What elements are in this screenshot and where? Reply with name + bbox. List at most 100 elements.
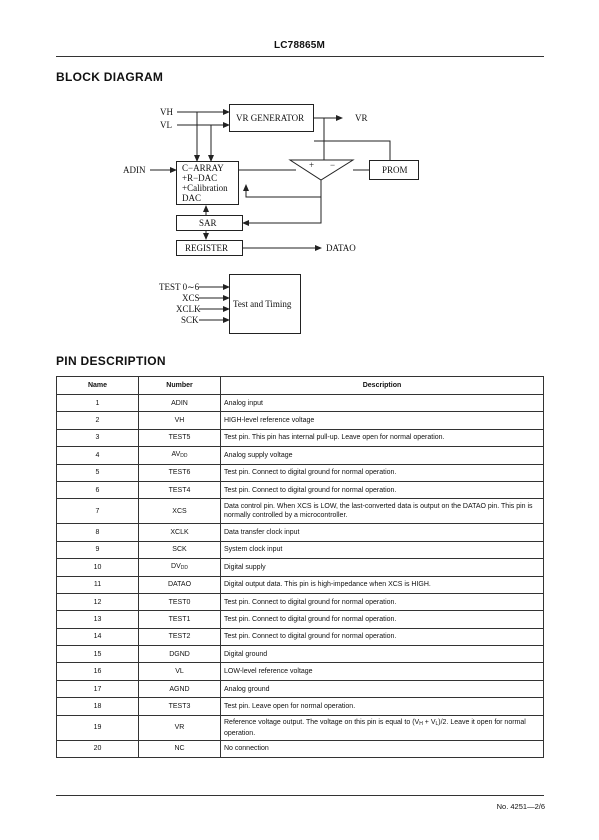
pin-name-cell: TEST3 <box>138 697 221 716</box>
pin-name-cell: SCK <box>138 540 221 560</box>
part-number: LC78865M <box>273 40 326 51</box>
pin-name-cell: DGND <box>138 645 221 664</box>
label-xclk: XCLK <box>176 304 201 314</box>
pin-name-cell: NC <box>138 739 221 759</box>
pin-description-cell: LOW-level reference voltage <box>220 662 544 681</box>
pin-name-cell: VL <box>138 662 221 681</box>
pin-number-cell: 4 <box>56 446 139 465</box>
register-block: REGISTER <box>176 240 243 256</box>
pin-name-cell: TEST0 <box>138 592 221 612</box>
pin-description-cell: Analog supply voltage <box>220 446 544 465</box>
sar-block: SAR <box>176 215 243 231</box>
pin-description-part: Reference voltage output. The voltage on… <box>224 718 420 726</box>
label-datao: DATAO <box>326 243 356 253</box>
pin-name-cell: DVDD <box>138 558 221 577</box>
pin-number-cell: 11 <box>56 575 139 594</box>
pin-description-cell: Data transfer clock input <box>220 523 544 542</box>
pin-description-part: )/2. Leave it open for normal operation. <box>224 718 526 737</box>
c-array-line-3: +Calibration <box>182 183 228 193</box>
pin-name-cell: TEST2 <box>138 627 221 647</box>
pin-number-cell: 1 <box>56 393 139 413</box>
pin-number-cell: 14 <box>56 627 139 647</box>
pin-description-cell: Digital supply <box>220 558 544 577</box>
pin-name-text: AV <box>171 451 181 459</box>
pin-description-cell: Analog input <box>220 393 544 413</box>
pin-name-cell: AVDD <box>138 446 221 465</box>
wire-comparator-to-sar <box>242 197 322 226</box>
wire-vrgen-to-prom <box>314 140 391 160</box>
pin-name-cell: TEST6 <box>138 463 221 482</box>
prom-block: PROM <box>369 160 419 180</box>
pin-description-cell: Test pin. Connect to digital ground for … <box>220 463 544 482</box>
prom-label: PROM <box>382 165 408 175</box>
pin-description-cell: Digital ground <box>220 645 544 664</box>
pin-description-cell: Test pin. This pin has internal pull-up.… <box>220 428 544 448</box>
col-header-description: Description <box>220 376 544 395</box>
pin-name-cell: VR <box>138 714 221 741</box>
pin-name-subscript: DD <box>180 453 188 460</box>
c-array-line-1: C−ARRAY <box>182 163 224 173</box>
pin-description-cell: System clock input <box>220 540 544 560</box>
page-number: No. 4251—2/6 <box>496 802 545 811</box>
diagram-wires <box>150 109 391 323</box>
pin-description-cell: Test pin. Connect to digital ground for … <box>220 627 544 647</box>
pin-number-cell: 16 <box>56 662 139 681</box>
pin-name-cell: DATAO <box>138 575 221 594</box>
col-header-name: Name <box>56 376 139 395</box>
header-rule <box>56 56 544 57</box>
pin-name-cell: TEST4 <box>138 480 221 500</box>
vr-generator-block: VR GENERATOR <box>229 104 314 132</box>
pin-description-cell: Test pin. Connect to digital ground for … <box>220 592 544 612</box>
pin-description-cell: Reference voltage output. The voltage on… <box>220 714 544 741</box>
test-timing-block: Test and Timing <box>229 274 301 334</box>
c-array-line-4: DAC <box>182 193 202 203</box>
comparator-plus: + <box>309 160 315 170</box>
pin-name-cell: TEST5 <box>138 428 221 448</box>
pin-name-cell: XCS <box>138 498 221 525</box>
pin-description-part: + V <box>422 718 436 726</box>
c-array-block: C−ARRAY +R−DAC +Calibration DAC <box>176 161 239 205</box>
label-xcs: XCS <box>182 293 200 303</box>
pin-name-cell: XCLK <box>138 523 221 542</box>
pin-number-cell: 13 <box>56 610 139 629</box>
pin-name-text: DV <box>171 563 181 571</box>
pin-description-cell: Test pin. Leave open for normal operatio… <box>220 697 544 716</box>
pin-table-header: Name Number Description <box>56 376 544 395</box>
register-label: REGISTER <box>185 243 229 253</box>
pin-description-title: PIN DESCRIPTION <box>56 354 166 368</box>
pin-number-cell: 18 <box>56 697 139 716</box>
c-array-line-2: +R−DAC <box>182 173 218 183</box>
label-test: TEST 0∼6 <box>159 282 200 292</box>
pin-name-subscript: DD <box>180 565 188 572</box>
comparator-minus: − <box>330 160 336 170</box>
pin-number-cell: 12 <box>56 592 139 612</box>
pin-description-cell: HIGH-level reference voltage <box>220 411 544 430</box>
pin-description-cell: Test pin. Connect to digital ground for … <box>220 610 544 629</box>
pin-name-cell: AGND <box>138 679 221 699</box>
label-sck: SCK <box>181 315 199 325</box>
pin-description-part: L <box>435 720 439 727</box>
block-diagram-title: BLOCK DIAGRAM <box>56 70 164 84</box>
pin-name-cell: ADIN <box>138 393 221 413</box>
pin-description-cell: Analog ground <box>220 679 544 699</box>
pin-description-cell: Data control pin. When XCS is LOW, the l… <box>220 498 544 525</box>
pin-description-cell: No connection <box>220 739 544 759</box>
pin-number-cell: 5 <box>56 463 139 482</box>
pin-name-cell: TEST1 <box>138 610 221 629</box>
pin-description-part: H <box>419 720 423 727</box>
pin-number-cell: 9 <box>56 540 139 560</box>
pin-description-cell: Digital output data. This pin is high-im… <box>220 575 544 594</box>
